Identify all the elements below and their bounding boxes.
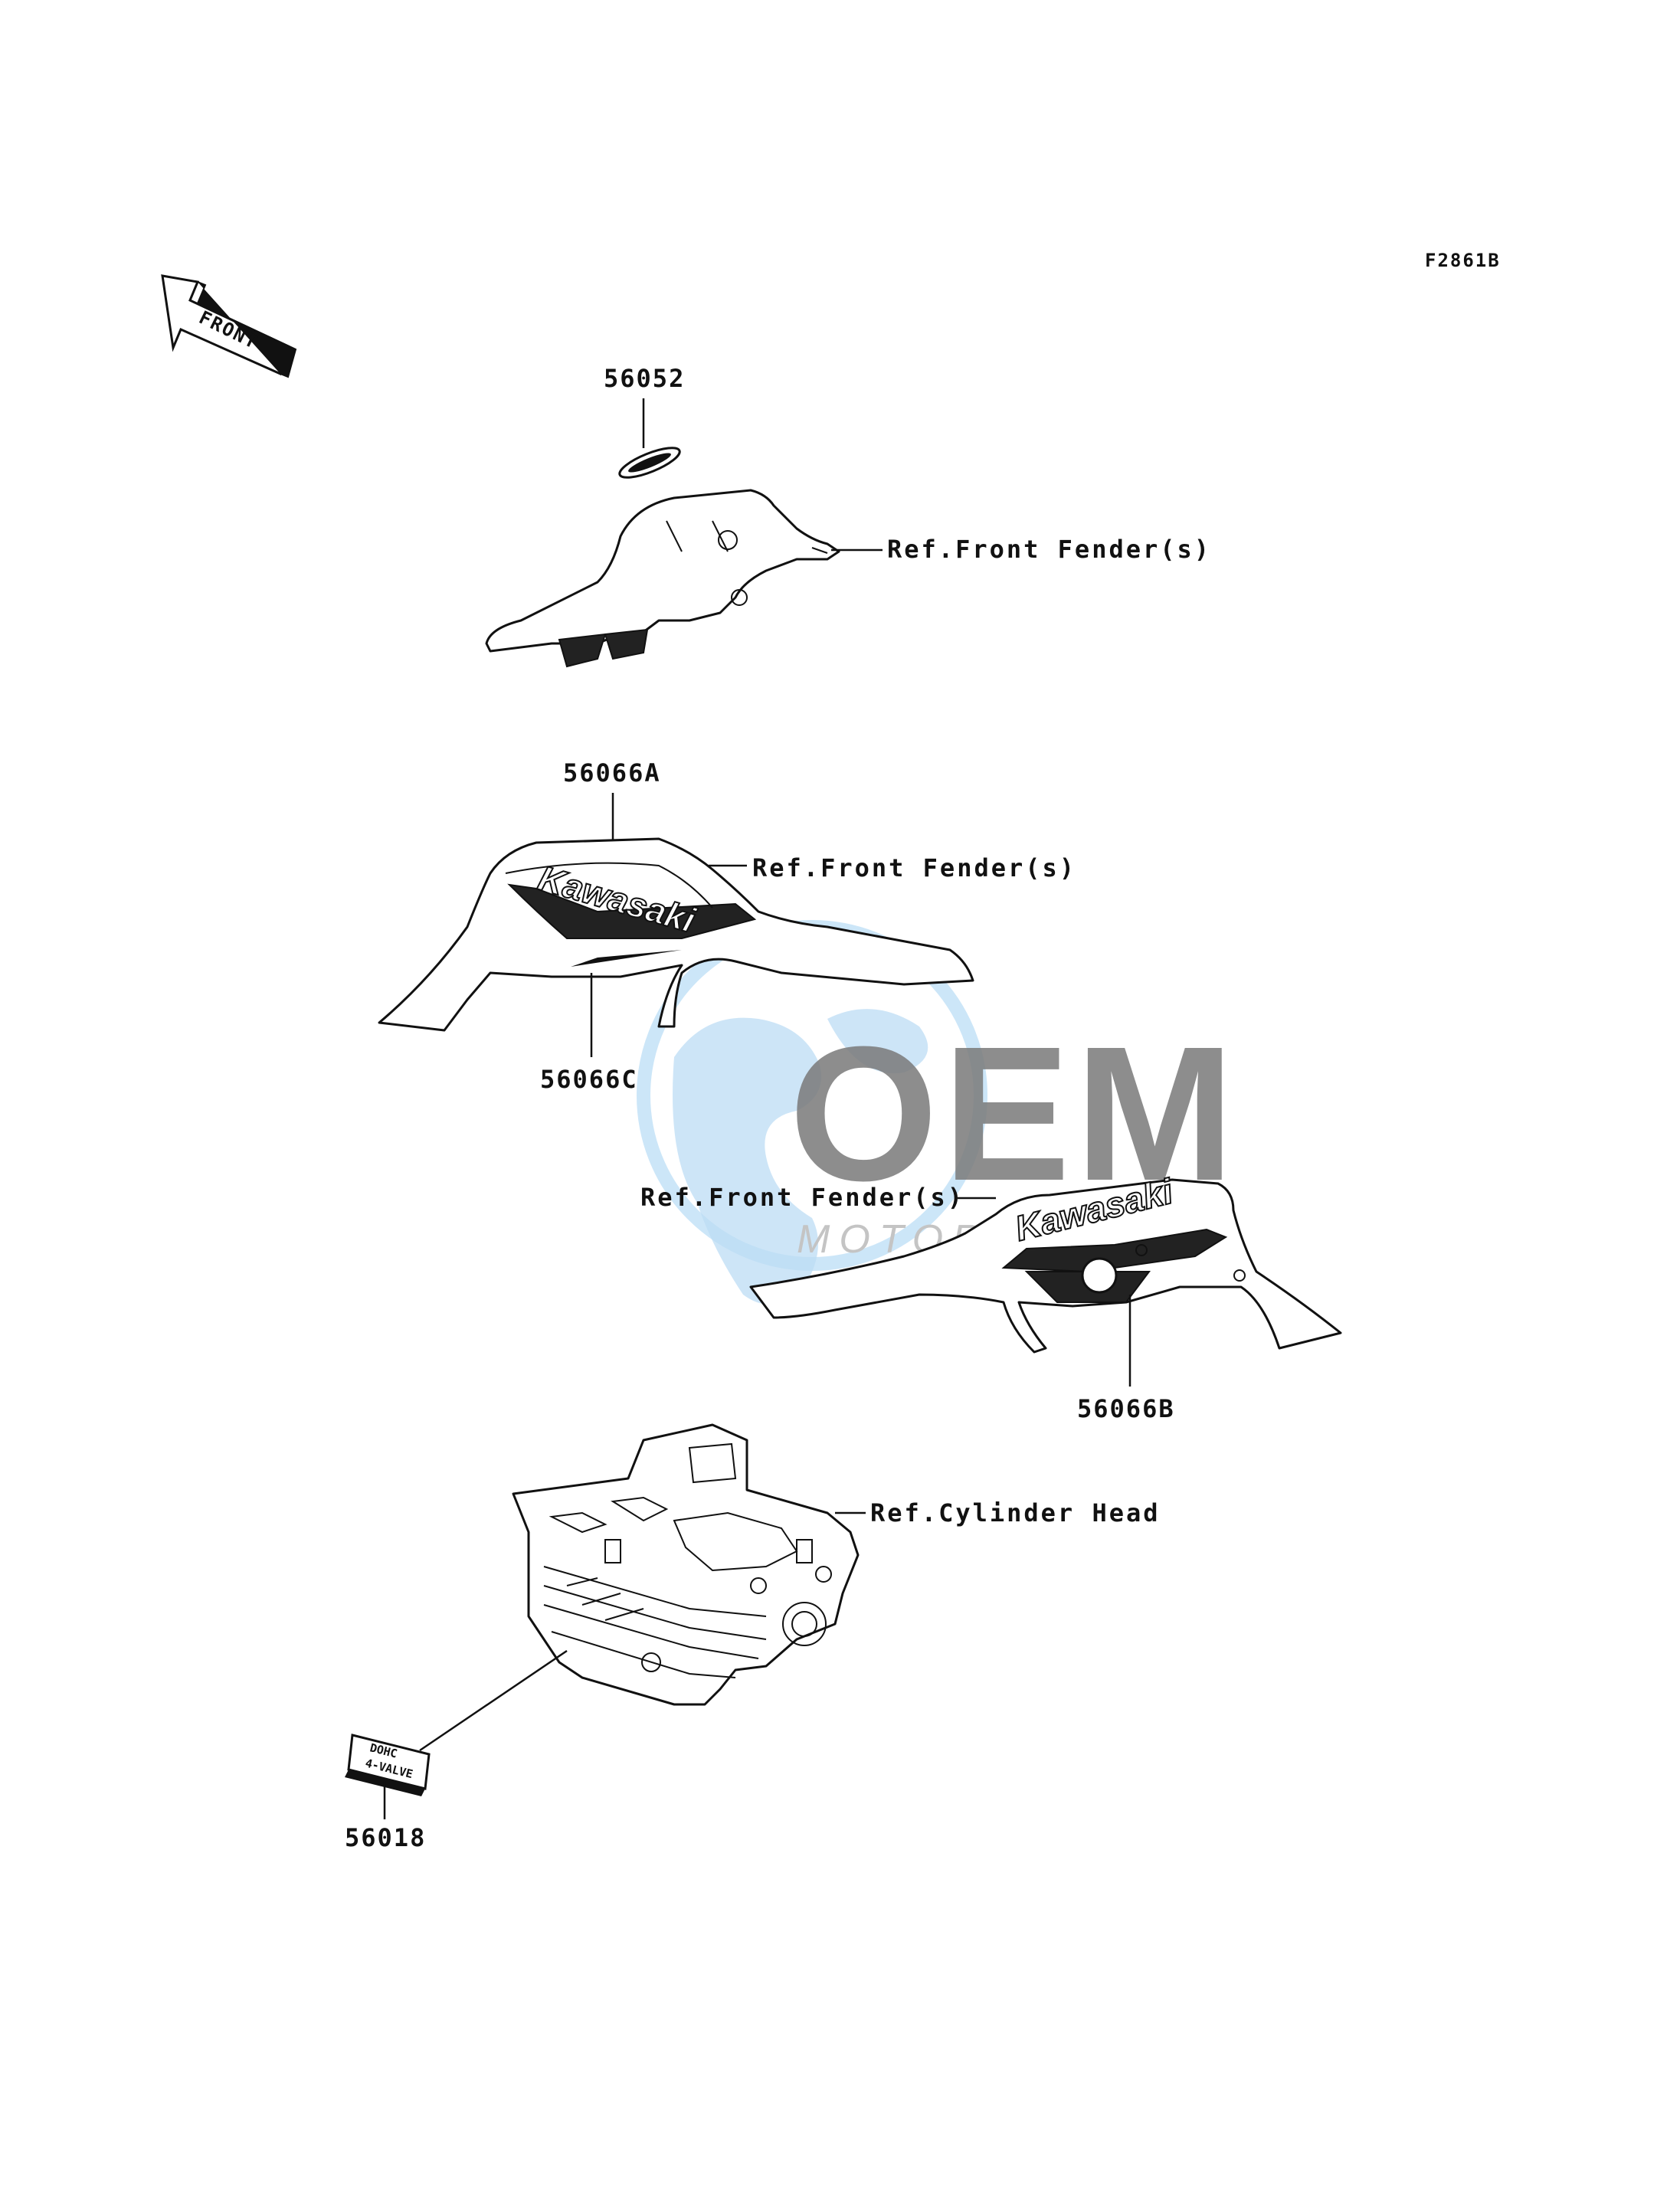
part-number-56066A: 56066A	[563, 758, 661, 787]
ref-front-fender-1-label: Ref.Front Fender(s)	[887, 535, 1211, 564]
front-fender-2: Kawasaki	[378, 837, 974, 1032]
part-number-56066C: 56066C	[540, 1065, 638, 1094]
callout-56052: 56052	[604, 364, 685, 448]
ref-cylinder-head-label: Ref.Cylinder Head	[870, 1498, 1161, 1527]
ref-front-fender-3: Ref.Front Fender(s)	[640, 1183, 996, 1212]
part-number-56018: 56018	[345, 1823, 426, 1852]
ref-front-fender-3-label: Ref.Front Fender(s)	[640, 1183, 964, 1212]
figure-code: F2861B	[1425, 250, 1501, 271]
cylinder-head	[512, 1423, 860, 1706]
watermark-globe-continents	[673, 1009, 928, 1305]
ref-front-fender-1: Ref.Front Fender(s)	[831, 535, 1211, 564]
ref-front-fender-2-label: Ref.Front Fender(s)	[752, 853, 1076, 882]
emblem-56052	[618, 447, 681, 479]
valve-label-plate: DOHC 4-VALVE	[345, 1649, 568, 1796]
watermark: OEM MOTORPARTS	[637, 920, 1234, 1305]
callout-56066A: 56066A	[563, 758, 661, 852]
part-number-56066B: 56066B	[1077, 1394, 1175, 1423]
ref-cylinder-head: Ref.Cylinder Head	[835, 1498, 1161, 1527]
callout-56066C: 56066C	[540, 973, 638, 1094]
callout-56066B: 56066B	[1077, 1295, 1175, 1423]
front-fender-1	[485, 489, 840, 668]
ref-front-fender-2: Ref.Front Fender(s)	[709, 853, 1076, 882]
part-number-56052: 56052	[604, 364, 685, 393]
front-arrow-icon: FRONT	[161, 274, 297, 378]
callout-56018: 56018	[345, 1781, 426, 1852]
